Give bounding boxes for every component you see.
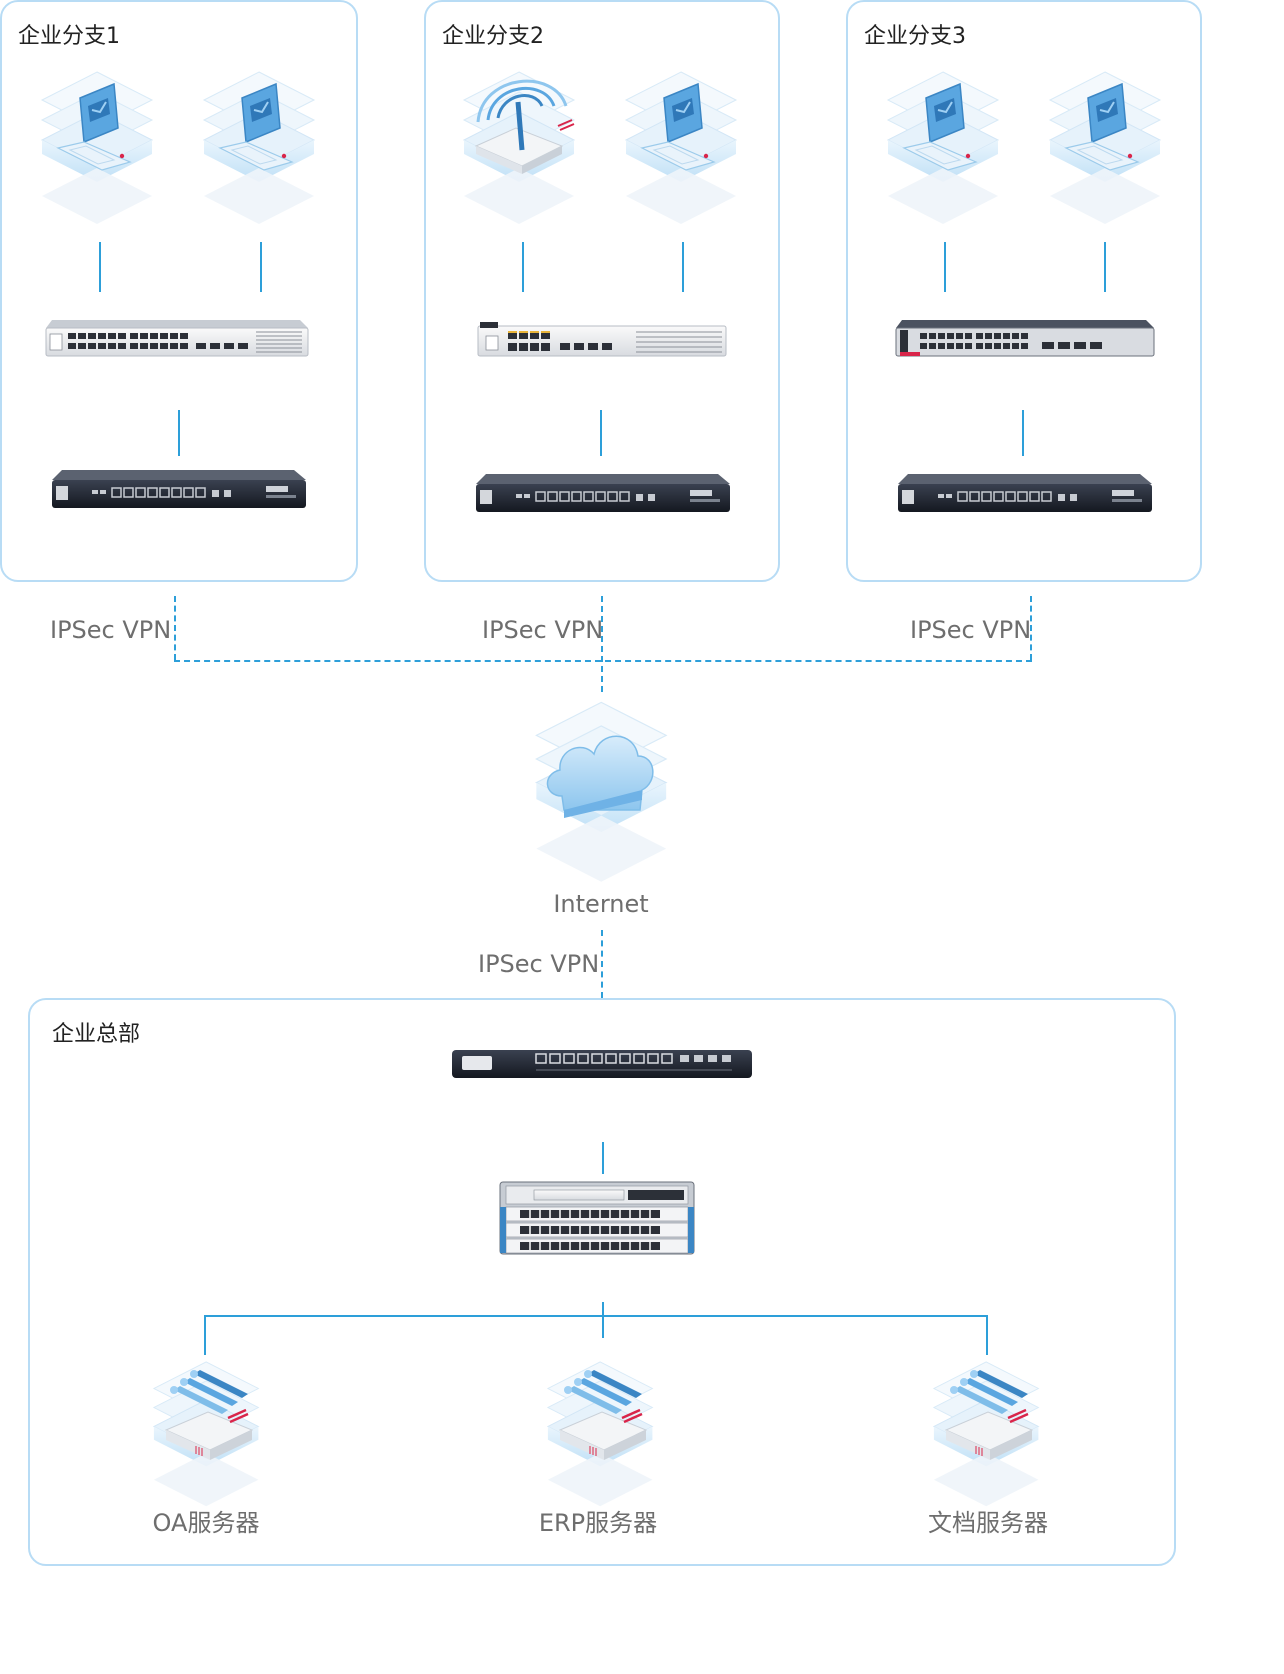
- firewall-icon: [451, 1046, 753, 1082]
- laptop-icon: [202, 70, 318, 230]
- link-line: [602, 1142, 604, 1174]
- vpn-tunnel-line: [174, 596, 176, 660]
- link-line: [944, 242, 946, 292]
- link-line: [204, 1315, 988, 1317]
- vpn-tunnel-line: [601, 930, 603, 998]
- vpn-tunnel-line: [174, 660, 1032, 662]
- core-switch-icon: [499, 1181, 695, 1255]
- poe-switch-icon: [477, 318, 728, 358]
- internet-label: Internet: [553, 890, 649, 918]
- branch-1-title: 企业分支1: [18, 24, 120, 49]
- link-line: [602, 1302, 604, 1338]
- access-switch-icon: [45, 318, 309, 358]
- access-switch-icon: [895, 318, 1155, 358]
- vpn-label-branch-2: IPSec VPN: [482, 616, 604, 644]
- link-line: [1104, 242, 1106, 292]
- link-line: [682, 242, 684, 292]
- laptop-icon: [886, 70, 1002, 230]
- laptop-icon: [40, 70, 156, 230]
- hq-title: 企业总部: [52, 1022, 141, 1047]
- server-icon: [152, 1360, 262, 1500]
- vpn-gateway-icon: [897, 472, 1154, 514]
- laptop-icon: [1048, 70, 1164, 230]
- branch-3-title: 企业分支3: [864, 24, 966, 49]
- vpn-gateway-icon: [475, 472, 732, 514]
- vpn-gateway-icon: [51, 468, 308, 510]
- server-icon: [932, 1360, 1042, 1500]
- laptop-icon: [624, 70, 740, 230]
- server-label-erp: ERP服务器: [538, 1509, 658, 1537]
- cloud-icon: [534, 700, 670, 890]
- vpn-label-branch-3: IPSec VPN: [910, 616, 1032, 644]
- link-line: [600, 410, 602, 456]
- link-line: [204, 1315, 206, 1355]
- vpn-tunnel-line: [1030, 596, 1032, 660]
- link-line: [178, 410, 180, 456]
- server-icon: [546, 1360, 656, 1500]
- link-line: [986, 1315, 988, 1355]
- link-line: [260, 242, 262, 292]
- vpn-label-branch-1: IPSec VPN: [50, 616, 172, 644]
- vpn-tunnel-line: [601, 596, 603, 692]
- server-label-docs: 文档服务器: [928, 1509, 1048, 1537]
- branch-2-title: 企业分支2: [442, 24, 544, 49]
- vpn-label-hq: IPSec VPN: [478, 950, 600, 978]
- link-line: [1022, 410, 1024, 456]
- link-line: [522, 242, 524, 292]
- server-label-oa: OA服务器: [152, 1509, 260, 1537]
- link-line: [99, 242, 101, 292]
- wireless-ap-icon: [462, 70, 578, 230]
